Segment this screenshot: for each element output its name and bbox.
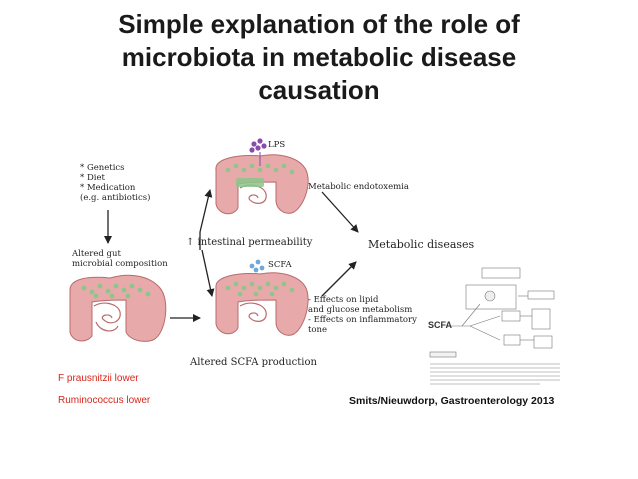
scfa-production-label: Altered SCFA production [190, 357, 317, 368]
species-prausnitzii: F prausnitzii lower [58, 373, 139, 384]
slide-title: Simple explanation of the role of microb… [60, 8, 578, 107]
citation: Smits/Nieuwdorp, Gastroenterology 2013 [349, 395, 555, 407]
gut-illustration-top [215, 138, 309, 215]
endotoxemia-label: Metabolic endotoxemia [308, 182, 409, 192]
effects-line-2: and glucose metabolism [308, 305, 413, 315]
factor-diet: * Diet [80, 173, 105, 183]
effects-line-4: tone [308, 325, 328, 335]
inset-mini-diagram [429, 267, 560, 385]
gut-illustration-bottom [215, 259, 309, 336]
title-line-1: Simple explanation of the role of [118, 9, 520, 39]
title-line-2: microbiota in metabolic disease [121, 42, 517, 72]
inset-scfa-label: SCFA [428, 320, 453, 330]
altered-gut-line-1: Altered gut [72, 249, 121, 259]
factor-antibiotics: (e.g. antibiotics) [80, 193, 151, 203]
effects-line-1: - Effects on lipid [308, 295, 379, 305]
lps-label: LPS [268, 140, 286, 150]
flow-arrows [104, 189, 359, 322]
scfa-label: SCFA [268, 260, 292, 270]
effects-line-3: - Effects on inflammatory [308, 315, 417, 325]
factor-genetics: * Genetics [80, 163, 125, 173]
permeability-label: ↑ intestinal permeability [186, 237, 313, 248]
species-ruminococcus: Ruminococcus lower [58, 395, 151, 406]
factor-medication: * Medication [80, 183, 136, 193]
title-line-3: causation [258, 75, 380, 105]
metabolic-diseases-label: Metabolic diseases [368, 238, 475, 251]
gut-illustration-left [69, 274, 167, 342]
altered-gut-line-2: microbial composition [72, 259, 168, 269]
